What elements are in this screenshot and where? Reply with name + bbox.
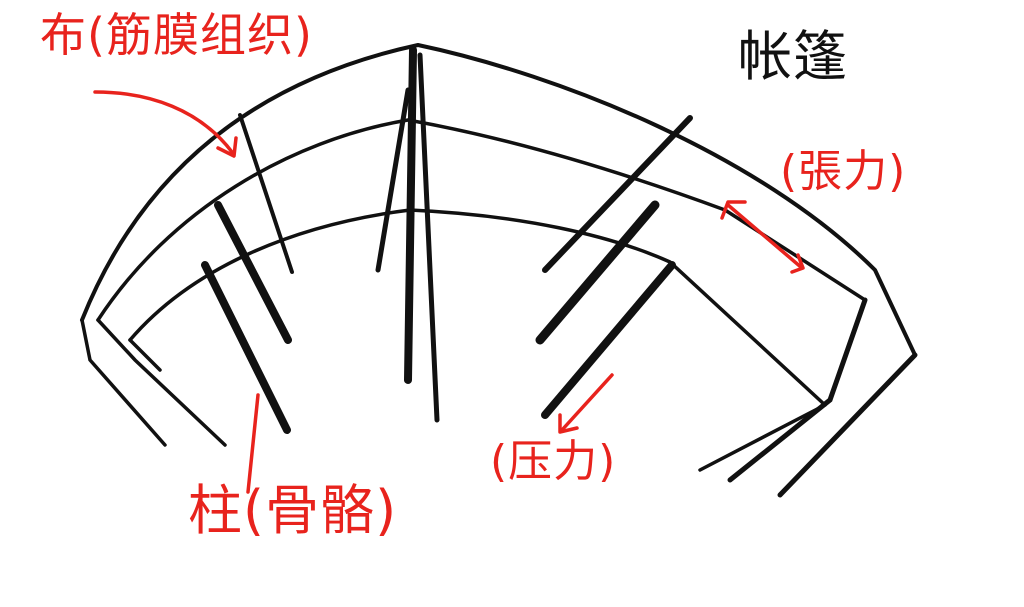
right-pole-inner xyxy=(541,261,676,419)
tent-poles xyxy=(201,46,693,434)
left-pole-inner xyxy=(201,261,291,434)
compression-arrowhead xyxy=(558,413,579,434)
cloth-pointer-arrow xyxy=(93,90,234,154)
pillar-pointer-line xyxy=(246,393,260,494)
tension-label: (張力) xyxy=(780,146,907,197)
center-pole-stroke-3 xyxy=(375,87,411,273)
right-fabric-side-outer xyxy=(777,352,918,498)
left-fabric-side-inner xyxy=(96,318,227,447)
canopy-outer-edge xyxy=(80,43,917,357)
left-pole-middle xyxy=(214,201,292,344)
right-fabric-side-middle xyxy=(727,297,868,483)
pillar-label: 柱(骨骼) xyxy=(188,479,398,542)
center-pole-stroke-2 xyxy=(417,52,440,423)
left-fabric-side-edge xyxy=(128,338,162,372)
left-pole-outer xyxy=(238,113,294,274)
tension-arrowhead-bottom xyxy=(790,253,805,274)
left-fabric-side-outer xyxy=(80,318,167,447)
tension-arrow xyxy=(726,203,804,270)
compression-arrow xyxy=(560,373,614,432)
tension-arrowhead-top xyxy=(720,200,747,220)
tent-title: 帐篷 xyxy=(738,25,848,88)
right-fabric-side-inner xyxy=(698,403,827,472)
cloth-pointer-arrowhead xyxy=(216,136,238,158)
cloth-label: 布(筋膜组织) xyxy=(40,8,313,62)
compression-label: (压力) xyxy=(490,436,617,487)
center-pole xyxy=(404,46,417,384)
right-pole-middle xyxy=(535,200,660,345)
right-pole-outer xyxy=(542,115,693,273)
annotation-arrows xyxy=(93,90,805,494)
